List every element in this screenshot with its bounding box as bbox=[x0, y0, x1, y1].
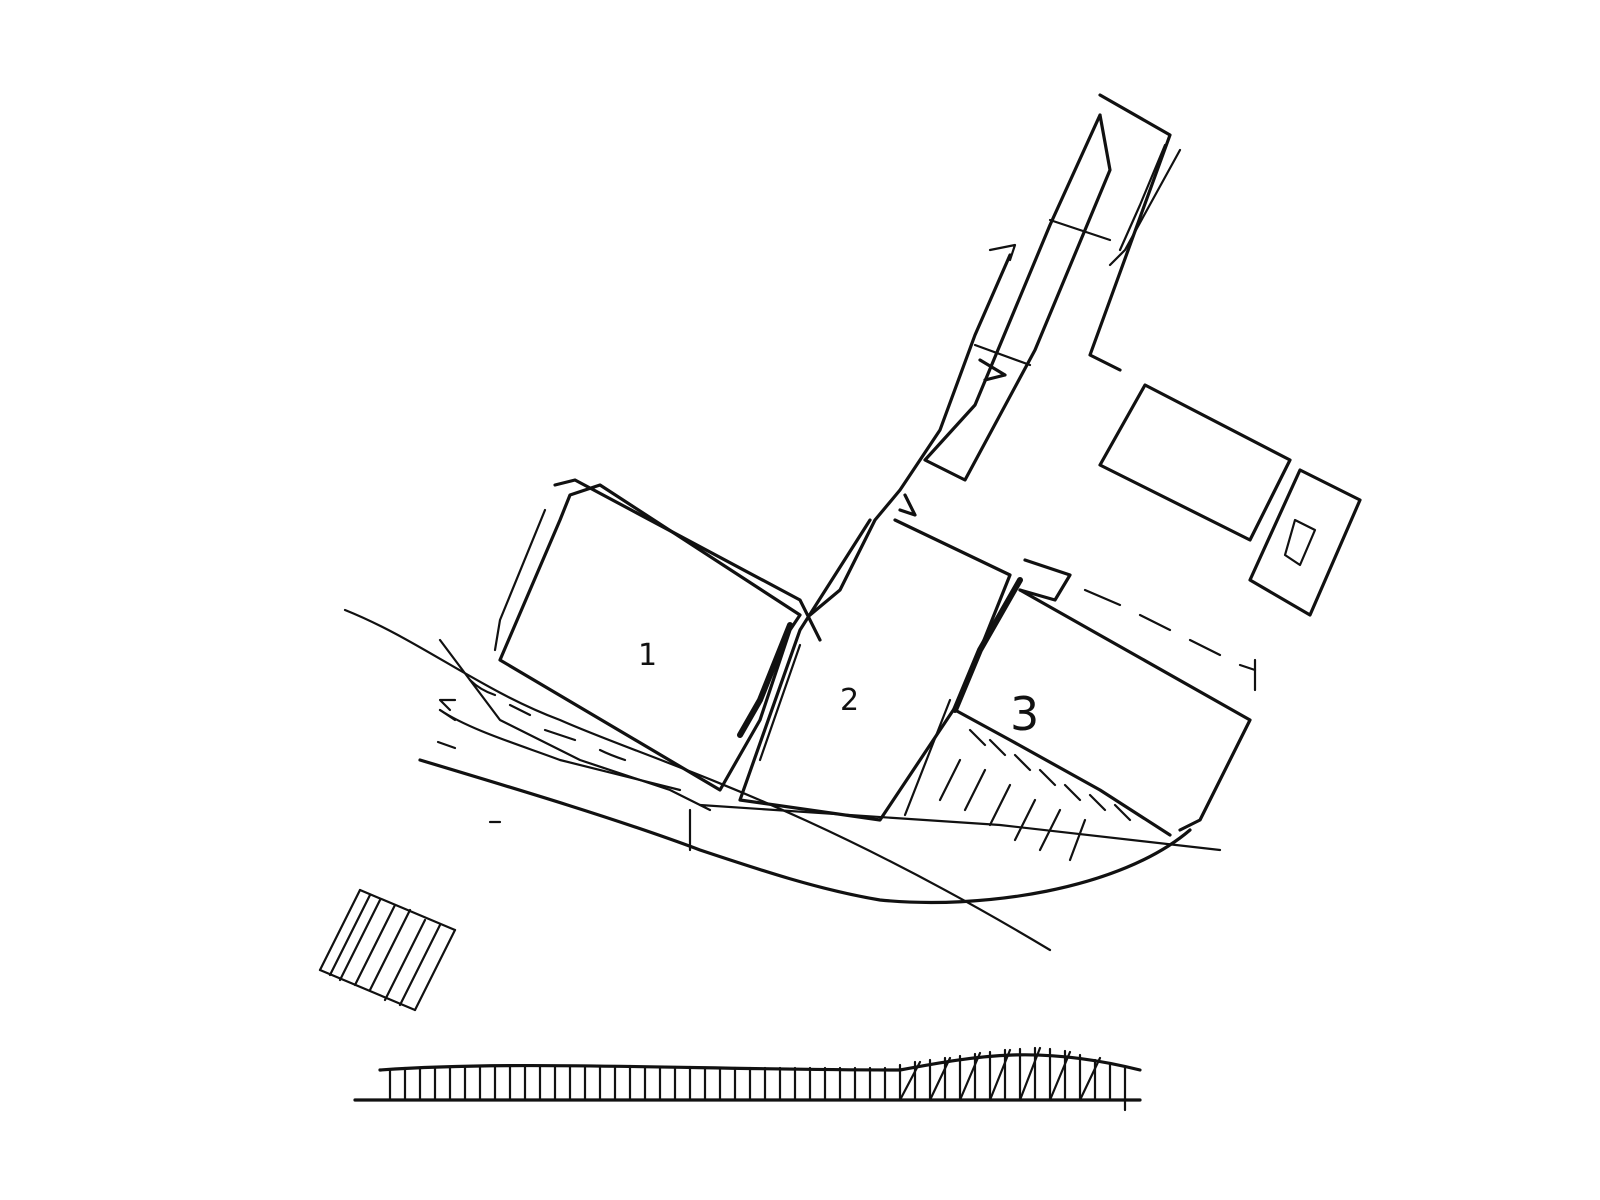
zone-label-3: 3 bbox=[1010, 687, 1039, 741]
building-2: 2 bbox=[738, 493, 1012, 822]
north-arm bbox=[808, 93, 1182, 617]
building-3: 3 bbox=[938, 558, 1257, 862]
hatch-mark-left bbox=[318, 888, 457, 1012]
building-1: 1 bbox=[493, 478, 822, 792]
site-ground bbox=[343, 608, 1222, 952]
elevation-strip bbox=[353, 1046, 1142, 1112]
zone-label-1: 1 bbox=[638, 638, 657, 673]
east-pavilion bbox=[1098, 383, 1362, 617]
zone-label-2: 2 bbox=[840, 683, 859, 718]
